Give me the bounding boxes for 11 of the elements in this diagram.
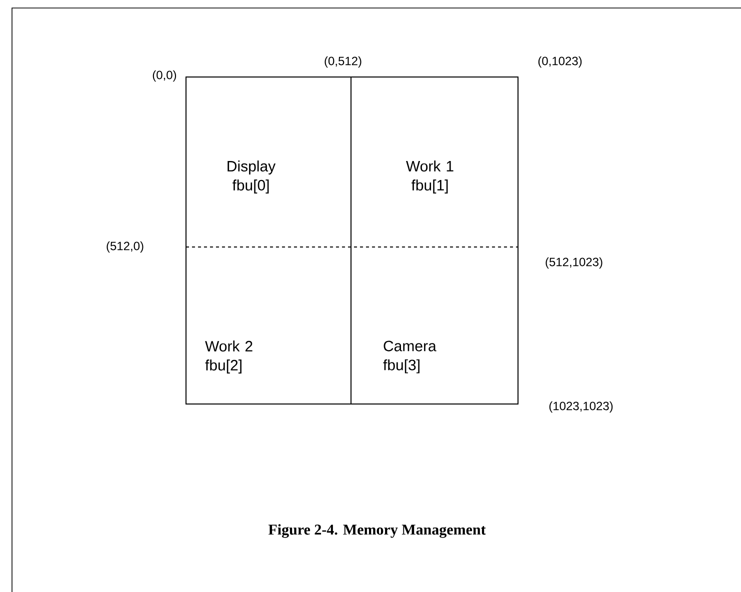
memory-region-label: Camera fbu[3] <box>383 340 436 374</box>
coordinate-label: (0,0) <box>152 70 176 82</box>
coordinate-label: (512,1023) <box>546 257 602 269</box>
memory-region-label: Display fbu[0] <box>228 160 276 194</box>
memory-region-label: Work 1 fbu[1] <box>406 160 454 194</box>
memory-region-label: Work 2 fbu[2] <box>205 340 252 374</box>
coordinate-label: (1023,1023) <box>549 401 613 413</box>
coordinate-label: (0,1023) <box>538 56 582 68</box>
coordinate-label: (0,512) <box>324 56 362 68</box>
coordinate-label: (512,0) <box>106 241 144 253</box>
figure-caption: Figure 2-4. Memory Management <box>268 524 486 538</box>
